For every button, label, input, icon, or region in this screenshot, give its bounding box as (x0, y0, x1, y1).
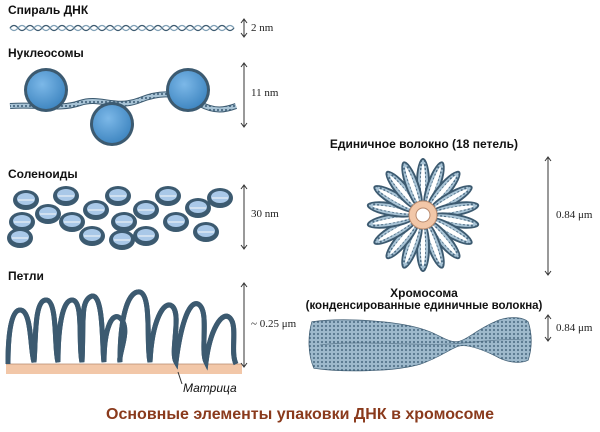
scale-dna-spiral: 2 nm (251, 22, 274, 34)
label-chromosome: Хромосома (390, 286, 458, 300)
scale-solenoids: 30 nm (251, 208, 279, 220)
label-matrix: Матрица (183, 381, 237, 395)
label-dna-spiral: Спираль ДНК (8, 3, 89, 17)
rosette-center (408, 200, 438, 230)
histone-core (90, 102, 134, 146)
scale-single-fiber: 0.84 μm (556, 209, 593, 221)
label-solenoids: Соленоиды (8, 167, 78, 181)
nuclear-matrix (6, 363, 242, 374)
scale-bar-nucleosomes (240, 62, 248, 128)
label-single-fiber: Единичное волокно (18 петель) (329, 137, 519, 151)
scale-bar-dna (240, 18, 248, 38)
solenoid-fiber (7, 186, 233, 250)
chromatin-loops (8, 292, 236, 371)
scale-bar-single-fiber (544, 156, 552, 276)
histone-core (166, 68, 210, 112)
scale-bar-loops (240, 282, 248, 368)
nucleosomes-fiber (9, 68, 238, 146)
scale-bar-chromosome (544, 314, 552, 342)
dna-spiral (9, 24, 235, 32)
scale-loops: ~ 0.25 μm (251, 318, 297, 330)
chromosome (308, 317, 532, 372)
scale-chromosome: 0.84 μm (556, 322, 593, 334)
scale-nucleosomes: 11 nm (251, 87, 279, 99)
label-nucleosomes: Нуклеосомы (8, 46, 84, 60)
scale-bar-solenoids (240, 184, 248, 250)
single-fiber-rosette (366, 158, 480, 272)
histone-core (24, 68, 68, 112)
figure-caption: Основные элементы упаковки ДНК в хромосо… (106, 406, 494, 423)
label-loops: Петли (8, 269, 44, 283)
matrix-pointer (177, 371, 183, 385)
label-chromosome-subtitle: (конденсированные единичные волокна) (305, 300, 543, 312)
